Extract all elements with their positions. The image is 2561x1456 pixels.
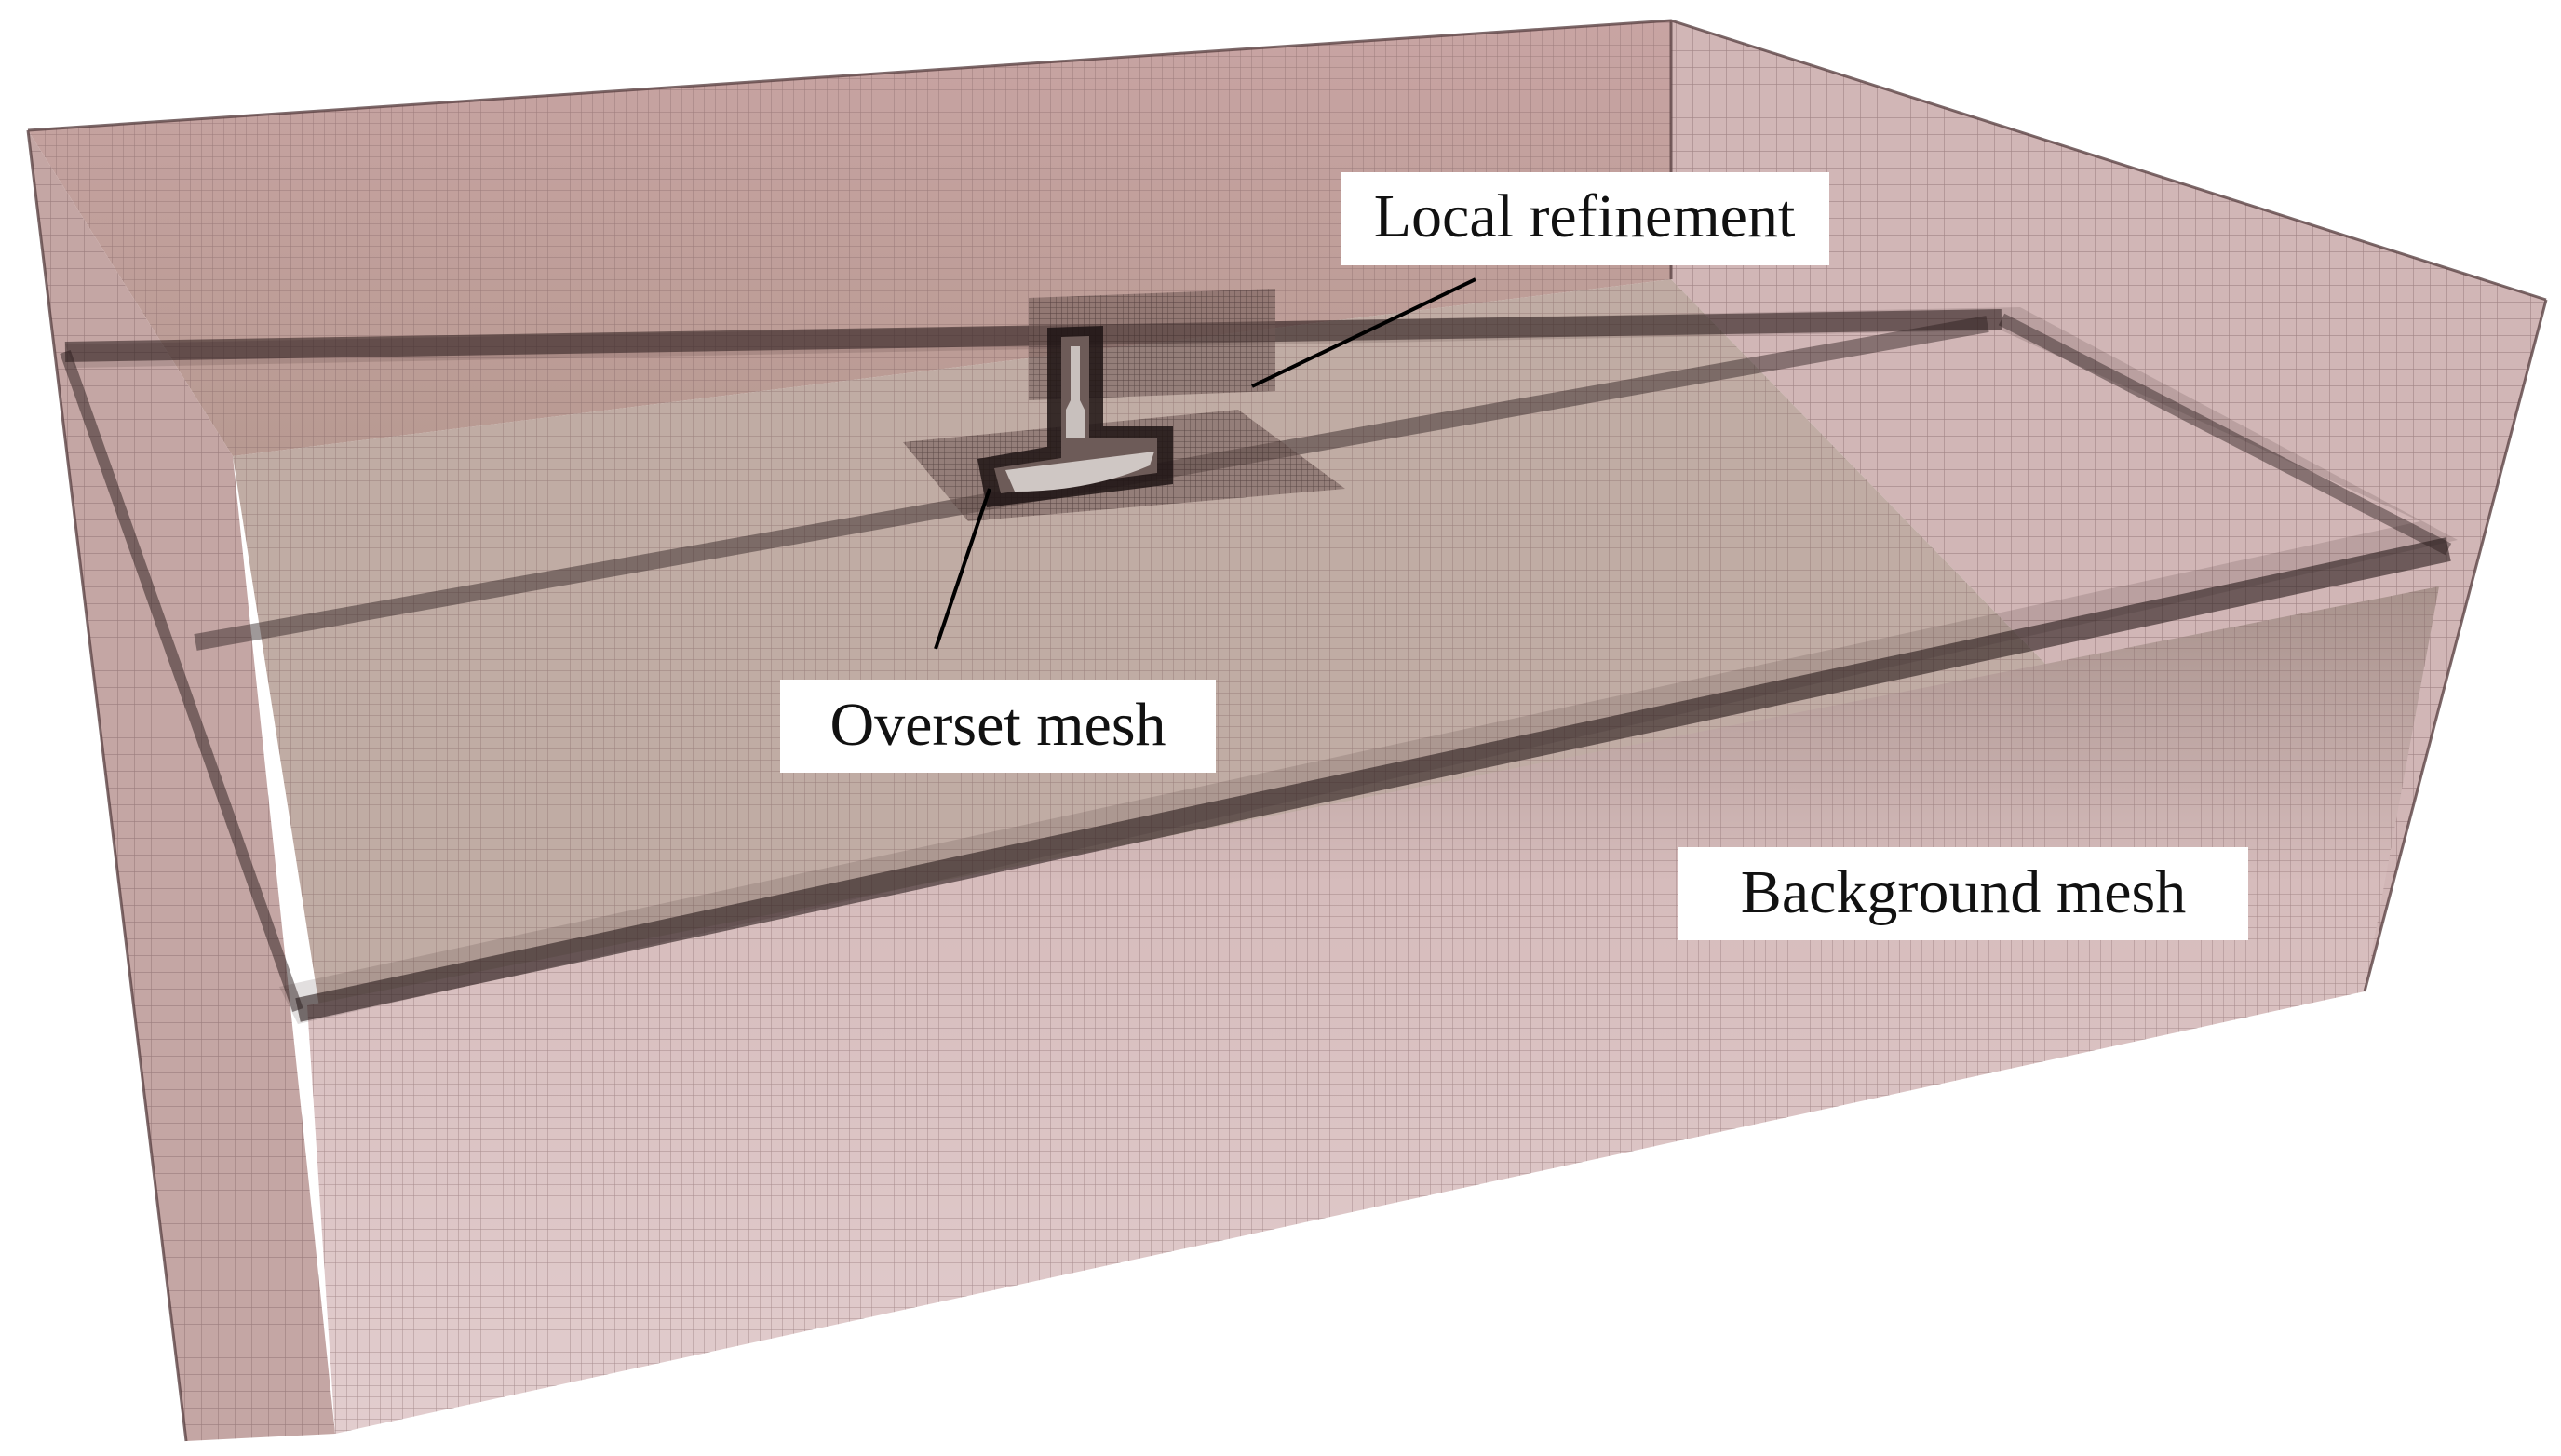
domain-edges [26, 19, 2548, 1442]
overset-mesh-body [977, 326, 1173, 507]
local-refinement-text: Local refinement [1374, 182, 1796, 250]
local-refinement-leader [1251, 277, 1476, 388]
overset-mesh-label: Overset mesh [780, 680, 1216, 773]
overset-mesh-leader [934, 488, 991, 650]
local-refinement-label: Local refinement [1341, 172, 1829, 265]
mesh-front-wall [307, 586, 2439, 1434]
overset-mesh-text: Overset mesh [829, 691, 1166, 759]
background-mesh-text: Background mesh [1741, 858, 2186, 926]
background-mesh-label: Background mesh [1678, 847, 2248, 940]
